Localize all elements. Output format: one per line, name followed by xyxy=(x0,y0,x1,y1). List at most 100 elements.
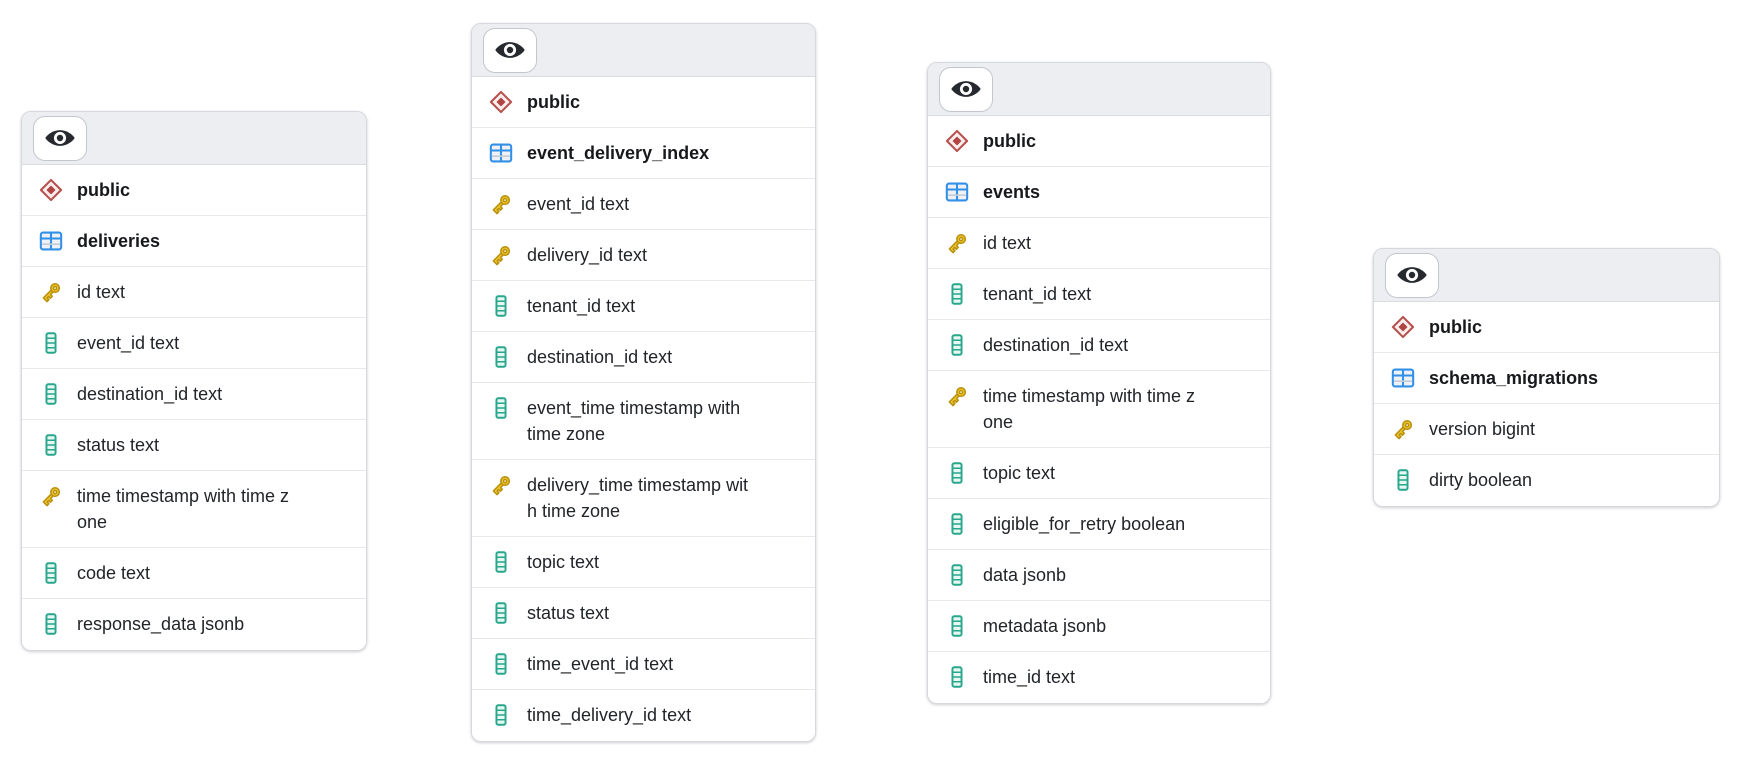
column-row[interactable]: response_data jsonb xyxy=(22,599,366,650)
column-label: id text xyxy=(77,282,126,302)
table-name: schema_migrations xyxy=(1429,368,1599,388)
key-icon xyxy=(1390,416,1416,442)
column-label: status text xyxy=(77,435,160,455)
column-label: topic text xyxy=(983,463,1056,483)
column-row[interactable]: status text xyxy=(22,420,366,471)
column-label: time timestamp with time zone xyxy=(77,486,290,532)
column-row[interactable]: time_id text xyxy=(928,652,1270,703)
column-row[interactable]: event_id text xyxy=(22,318,366,369)
schema-row[interactable]: public xyxy=(22,165,366,216)
schema-row[interactable]: public xyxy=(1374,302,1719,353)
table-name: deliveries xyxy=(77,231,161,251)
table-name-row[interactable]: deliveries xyxy=(22,216,366,267)
column-icon xyxy=(38,381,64,407)
eye-icon xyxy=(44,125,76,151)
visibility-toggle-button[interactable] xyxy=(1385,252,1439,298)
column-row[interactable]: dirty boolean xyxy=(1374,455,1719,506)
column-icon xyxy=(38,432,64,458)
column-row[interactable]: destination_id text xyxy=(22,369,366,420)
column-row[interactable]: topic text xyxy=(928,448,1270,499)
column-label: metadata jsonb xyxy=(983,616,1107,636)
column-label: eligible_for_retry boolean xyxy=(983,514,1186,534)
column-row[interactable]: metadata jsonb xyxy=(928,601,1270,652)
column-label: tenant_id text xyxy=(527,296,636,316)
column-row[interactable]: time timestamp with time zone xyxy=(22,471,366,548)
column-label: event_id text xyxy=(527,194,630,214)
column-icon xyxy=(1390,467,1416,493)
column-label: time_event_id text xyxy=(527,654,674,674)
table-name: events xyxy=(983,182,1041,202)
column-label: dirty boolean xyxy=(1429,470,1533,490)
eye-icon xyxy=(1396,262,1428,288)
column-label: event_time timestamp with time zone xyxy=(527,398,741,444)
column-icon xyxy=(944,562,970,588)
column-icon xyxy=(38,560,64,586)
column-row[interactable]: destination_id text xyxy=(928,320,1270,371)
schema-name: public xyxy=(983,131,1036,151)
column-row[interactable]: tenant_id text xyxy=(472,281,815,332)
key-icon xyxy=(944,230,970,256)
column-row[interactable]: id text xyxy=(928,218,1270,269)
column-row[interactable]: time timestamp with time zone xyxy=(928,371,1270,448)
column-icon xyxy=(488,651,514,677)
column-label: time_delivery_id text xyxy=(527,705,692,725)
column-icon xyxy=(944,281,970,307)
key-icon xyxy=(38,483,64,509)
column-row[interactable]: tenant_id text xyxy=(928,269,1270,320)
column-label: destination_id text xyxy=(983,335,1129,355)
column-row[interactable]: delivery_time timestamp with time zone xyxy=(472,460,815,537)
column-label: destination_id text xyxy=(527,347,673,367)
table-card-header xyxy=(472,24,815,77)
visibility-toggle-button[interactable] xyxy=(483,27,537,73)
schema-row[interactable]: public xyxy=(928,116,1270,167)
column-label: time timestamp with time zone xyxy=(983,386,1196,432)
visibility-toggle-button[interactable] xyxy=(939,66,993,112)
column-icon xyxy=(944,460,970,486)
table-card-schema_migrations[interactable]: public schema_migrations version bigint d… xyxy=(1373,248,1720,507)
schema-diamond-icon xyxy=(944,128,970,154)
column-icon xyxy=(38,330,64,356)
schema-diamond-icon xyxy=(38,177,64,203)
table-card-header xyxy=(928,63,1270,116)
column-label: tenant_id text xyxy=(983,284,1092,304)
table-icon xyxy=(1390,365,1416,391)
column-row[interactable]: time_event_id text xyxy=(472,639,815,690)
table-card-header xyxy=(22,112,366,165)
table-card-event_delivery_index[interactable]: public event_delivery_index event_id tex… xyxy=(471,23,816,742)
table-name-row[interactable]: event_delivery_index xyxy=(472,128,815,179)
column-row[interactable]: code text xyxy=(22,548,366,599)
visibility-toggle-button[interactable] xyxy=(33,115,87,161)
schema-row[interactable]: public xyxy=(472,77,815,128)
column-row[interactable]: destination_id text xyxy=(472,332,815,383)
schema-diamond-icon xyxy=(1390,314,1416,340)
table-icon xyxy=(488,140,514,166)
column-icon xyxy=(488,344,514,370)
column-icon xyxy=(488,549,514,575)
schema-name: public xyxy=(527,92,580,112)
column-row[interactable]: id text xyxy=(22,267,366,318)
table-name-row[interactable]: events xyxy=(928,167,1270,218)
key-icon xyxy=(488,191,514,217)
table-card-header xyxy=(1374,249,1719,302)
column-label: id text xyxy=(983,233,1032,253)
column-label: data jsonb xyxy=(983,565,1067,585)
column-icon xyxy=(944,511,970,537)
table-name-row[interactable]: schema_migrations xyxy=(1374,353,1719,404)
column-row[interactable]: data jsonb xyxy=(928,550,1270,601)
column-icon xyxy=(38,611,64,637)
column-row[interactable]: version bigint xyxy=(1374,404,1719,455)
column-row[interactable]: status text xyxy=(472,588,815,639)
table-icon xyxy=(944,179,970,205)
column-row[interactable]: event_time timestamp with time zone xyxy=(472,383,815,460)
column-row[interactable]: time_delivery_id text xyxy=(472,690,815,741)
column-row[interactable]: delivery_id text xyxy=(472,230,815,281)
column-icon xyxy=(944,332,970,358)
column-row[interactable]: eligible_for_retry boolean xyxy=(928,499,1270,550)
column-row[interactable]: event_id text xyxy=(472,179,815,230)
column-row[interactable]: topic text xyxy=(472,537,815,588)
table-card-events[interactable]: public events id text tenant_id text desti… xyxy=(927,62,1271,704)
table-icon xyxy=(38,228,64,254)
